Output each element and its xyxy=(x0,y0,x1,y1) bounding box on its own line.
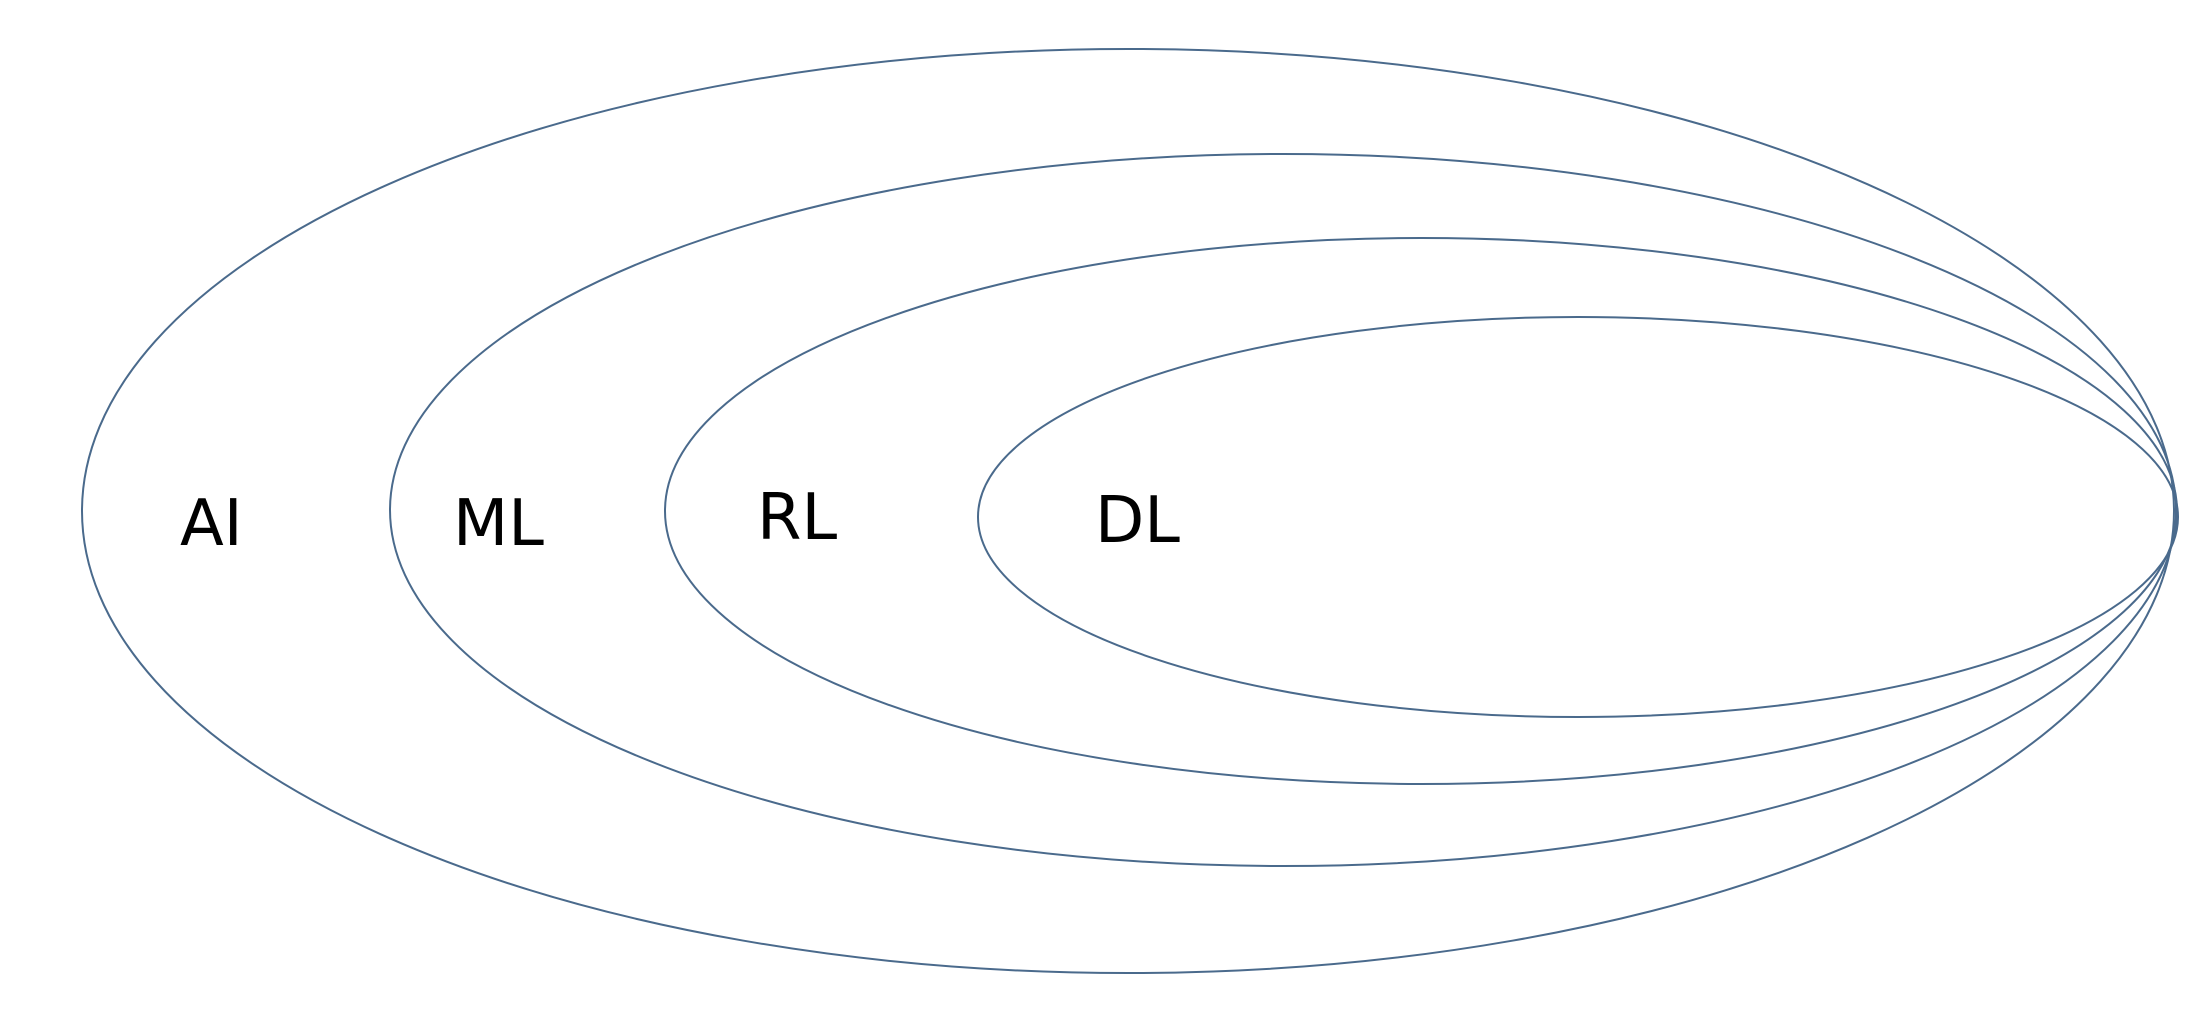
ring-dl-outline xyxy=(977,316,2179,718)
label-ml: ML xyxy=(453,487,544,561)
label-ai: AI xyxy=(180,487,243,561)
label-rl: RL xyxy=(757,481,837,555)
label-dl: DL xyxy=(1095,484,1180,558)
ring-rl: RL xyxy=(664,237,2178,785)
ring-ai-outline xyxy=(81,48,2175,974)
ring-rl-outline xyxy=(664,237,2178,785)
ring-ml: ML xyxy=(389,153,2177,867)
ring-dl: DL xyxy=(977,316,2179,718)
ring-ml-outline xyxy=(389,153,2177,867)
ring-ai: AI xyxy=(81,48,2175,974)
